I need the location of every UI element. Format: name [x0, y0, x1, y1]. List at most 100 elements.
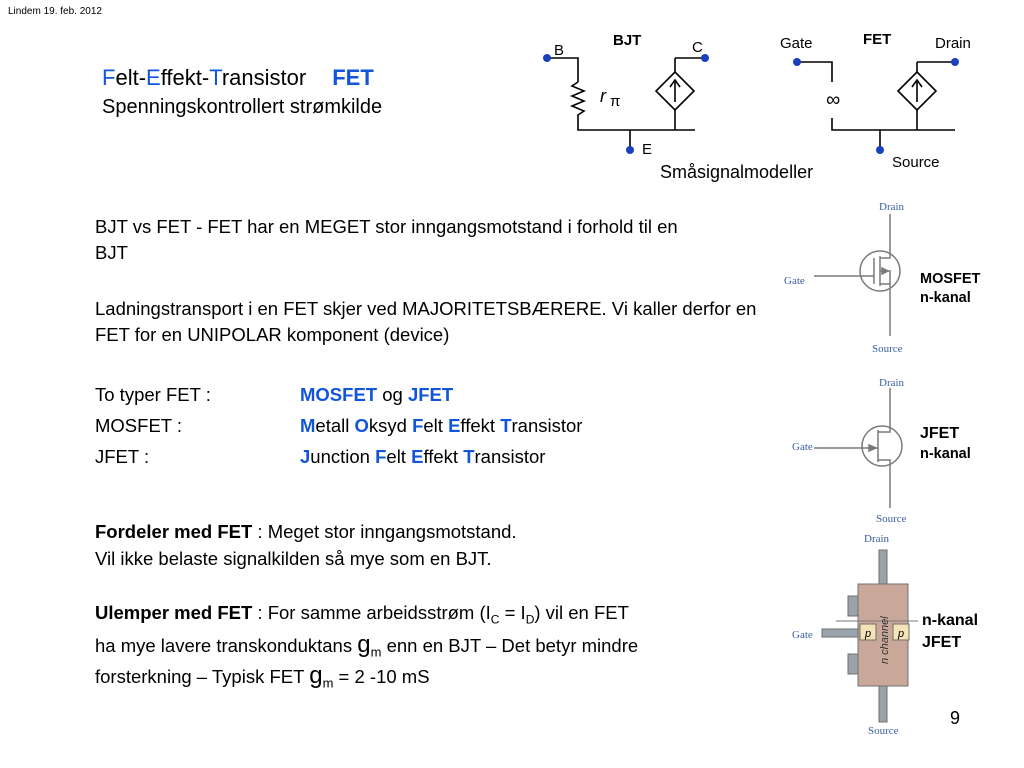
- title-initial-f: F: [102, 65, 116, 90]
- subscript-m: m: [322, 675, 334, 691]
- node-e: [626, 146, 634, 154]
- label-gate: Gate: [780, 35, 813, 52]
- word-rest: elt: [423, 415, 449, 436]
- initial: O: [354, 415, 369, 436]
- label-fet: FET: [863, 31, 891, 48]
- text: = 2 -10 mS: [333, 666, 430, 687]
- disadvantages-line-2: ha mye lavere transkonduktans gm enn en …: [95, 631, 638, 660]
- structure-caption-line-1: n-kanal: [922, 612, 979, 629]
- paragraph-bjt-vs-fet: BJT vs FET - FET har en MEGET stor innga…: [95, 216, 678, 263]
- label-drain: Drain: [935, 35, 971, 52]
- word-rest: ransistor: [511, 415, 583, 436]
- paragraph-majority-carriers: Ladningstransport i en FET skjer ved MAJ…: [95, 298, 757, 345]
- word-rest: ransistor: [474, 446, 546, 467]
- small-signal-models-diagram: B C E BJT r π Gate Drain Source FET ∞ Sm…: [543, 31, 971, 182]
- text: : For samme arbeidsstrøm (I: [252, 602, 491, 623]
- jfet-term: JFET: [407, 384, 454, 405]
- node-c: [701, 54, 709, 62]
- word-rest: ffekt: [423, 446, 464, 467]
- mosfet-symbol: Drain Gate Source: [784, 201, 905, 355]
- mosfet-source-label: Source: [872, 343, 903, 355]
- label-bjt: BJT: [613, 32, 641, 49]
- types-value-2: Metall Oksyd Felt Effekt Transistor: [300, 415, 582, 437]
- mosfet-drain-label: Drain: [879, 201, 905, 213]
- label-c: C: [692, 39, 703, 56]
- header-note: Lindem 19. feb. 2012: [8, 6, 102, 17]
- advantages-heading: Fordeler med FET: [95, 521, 253, 542]
- types-value-1: MOSFET og JFET: [300, 384, 453, 406]
- subscript-m: m: [370, 644, 382, 660]
- struct-source-label: Source: [868, 725, 899, 737]
- word-rest: elt: [386, 446, 412, 467]
- initial: F: [412, 415, 424, 436]
- advantages-line-2: Vil ikke belaste signalkilden så mye som…: [95, 548, 492, 569]
- label-b: B: [554, 42, 564, 59]
- word-rest: unction: [310, 446, 376, 467]
- label-e: E: [642, 141, 652, 158]
- types-label-2: MOSFET :: [95, 415, 183, 436]
- mosfet-caption: MOSFET n-kanal: [920, 270, 980, 308]
- label-source: Source: [892, 154, 940, 171]
- initial: T: [500, 415, 512, 436]
- p-region-right: p: [897, 628, 904, 640]
- infinity-symbol: ∞: [826, 89, 840, 111]
- subscript-d: D: [525, 612, 535, 627]
- og-text: og: [377, 384, 408, 405]
- mosfet-caption-line-2: n-kanal: [920, 290, 971, 306]
- types-value-3: Junction Felt Effekt Transistor: [300, 446, 545, 468]
- g-symbol: g: [309, 662, 323, 689]
- text: ) vil en FET: [534, 602, 629, 623]
- disadvantages-line-3: forsterkning – Typisk FET gm = 2 -10 mS: [95, 662, 430, 691]
- text: forsterkning – Typisk FET: [95, 666, 310, 687]
- r-symbol: r: [600, 86, 607, 106]
- g-symbol: g: [357, 631, 371, 658]
- diagram-caption: Småsignalmodeller: [660, 162, 813, 182]
- initial: M: [300, 415, 316, 436]
- jfet-caption: JFET n-kanal: [920, 424, 971, 464]
- node-b: [543, 54, 551, 62]
- node-gate: [793, 58, 801, 66]
- types-label-3: JFET :: [95, 446, 150, 467]
- page-number: 9: [950, 708, 961, 728]
- jfet-source-label: Source: [876, 513, 907, 525]
- initial: F: [375, 446, 387, 467]
- disadvantages-line-1: Ulemper med FET : For samme arbeidsstrøm…: [95, 602, 629, 627]
- struct-drain-label: Drain: [864, 533, 890, 545]
- initial: E: [411, 446, 424, 467]
- text: enn en BJT – Det betyr mindre: [381, 635, 639, 656]
- disadvantages-heading: Ulemper med FET: [95, 602, 253, 623]
- text: = I: [499, 602, 526, 623]
- subscript-c: C: [490, 612, 500, 627]
- jfet-gate-label: Gate: [792, 441, 813, 453]
- title-part-2: ffekt-: [160, 65, 210, 90]
- struct-gate-label: Gate: [792, 629, 813, 641]
- structure-caption-line-2: JFET: [922, 634, 962, 651]
- node-source: [876, 146, 884, 154]
- p-region-left: p: [864, 628, 871, 640]
- node-drain: [951, 58, 959, 66]
- initial: J: [300, 446, 311, 467]
- title-initial-e: E: [146, 65, 161, 90]
- mosfet-gate-label: Gate: [784, 275, 805, 287]
- jfet-drain-label: Drain: [879, 377, 905, 389]
- text: ha mye lavere transkonduktans: [95, 635, 358, 656]
- advantages-line-1: Fordeler med FET : Meget stor inngangsmo…: [95, 521, 517, 543]
- page-subtitle: Spenningskontrollert strømkilde: [102, 96, 383, 118]
- types-label-1: To typer FET :: [95, 384, 211, 405]
- title-acronym: FET: [332, 65, 374, 90]
- jfet-structure: p p n channel Drain Gate Source: [792, 533, 918, 737]
- jfet-symbol: Drain Gate Source: [792, 377, 907, 525]
- mosfet-caption-line-1: MOSFET: [920, 271, 981, 287]
- title-initial-t: T: [209, 65, 222, 90]
- pi-symbol: π: [610, 93, 620, 110]
- n-channel-label: n channel: [879, 616, 891, 664]
- initial: E: [448, 415, 461, 436]
- initial: T: [463, 446, 475, 467]
- word-rest: etall: [315, 415, 355, 436]
- word-rest: ksyd: [368, 415, 413, 436]
- jfet-caption-line-2: n-kanal: [920, 446, 971, 462]
- jfet-caption-line-1: JFET: [920, 425, 960, 442]
- word-rest: ffekt: [460, 415, 501, 436]
